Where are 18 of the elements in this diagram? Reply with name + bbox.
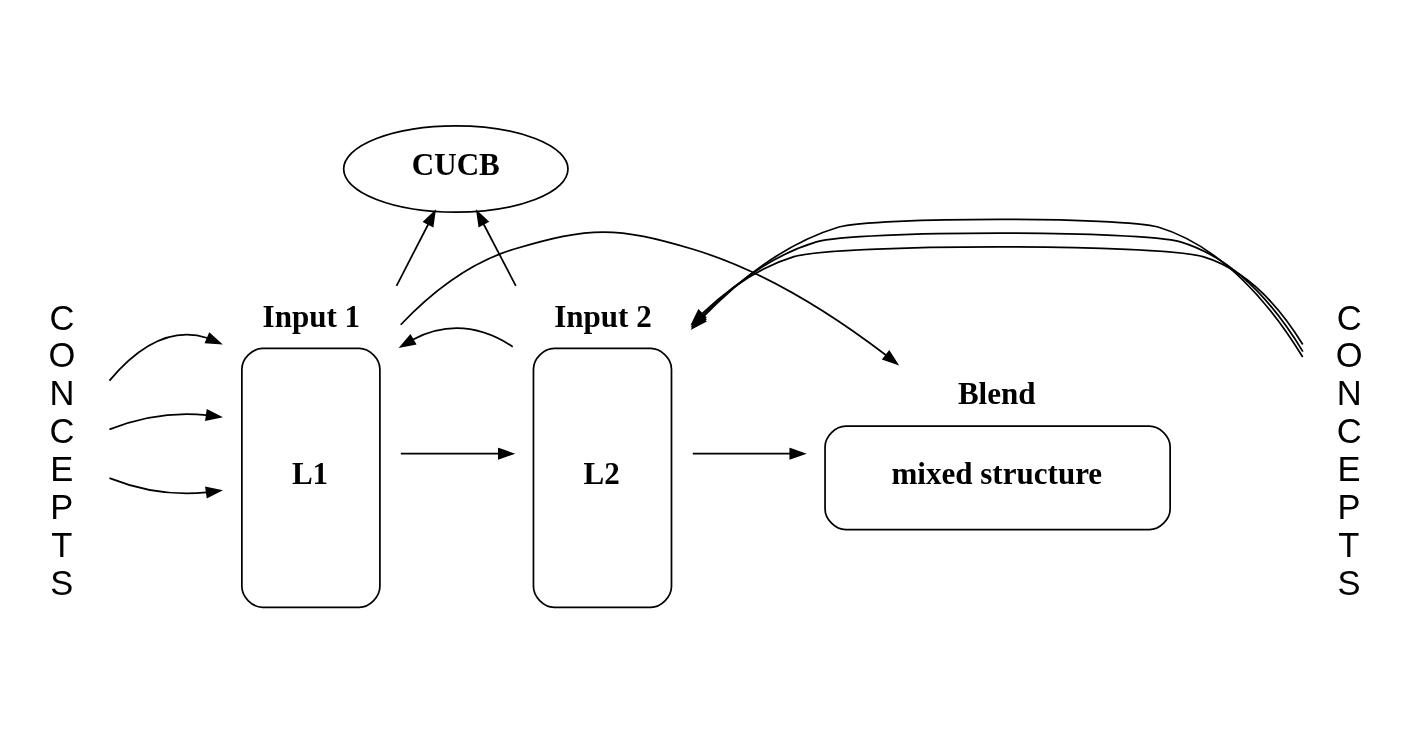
- arrow: [108, 331, 223, 381]
- node-label: Input 1: [262, 298, 361, 334]
- arrow: [108, 408, 223, 430]
- arrow: [108, 476, 223, 498]
- arrow: [475, 208, 517, 287]
- arrow: [691, 447, 807, 460]
- node-text: CONCEPTS: [1335, 298, 1363, 602]
- node-text: CONCEPTS: [48, 298, 76, 602]
- arrow: [400, 447, 516, 460]
- node-box: mixed structure: [824, 424, 1171, 530]
- node-label: Blend: [957, 375, 1036, 411]
- node-label: Input 2: [554, 298, 652, 334]
- arrow: [395, 208, 436, 287]
- node-box: L2: [532, 347, 673, 608]
- arrow: [398, 326, 514, 348]
- node-ellipse: CUCB: [342, 124, 569, 213]
- arrow: [399, 230, 900, 365]
- node-box: L1: [241, 347, 381, 608]
